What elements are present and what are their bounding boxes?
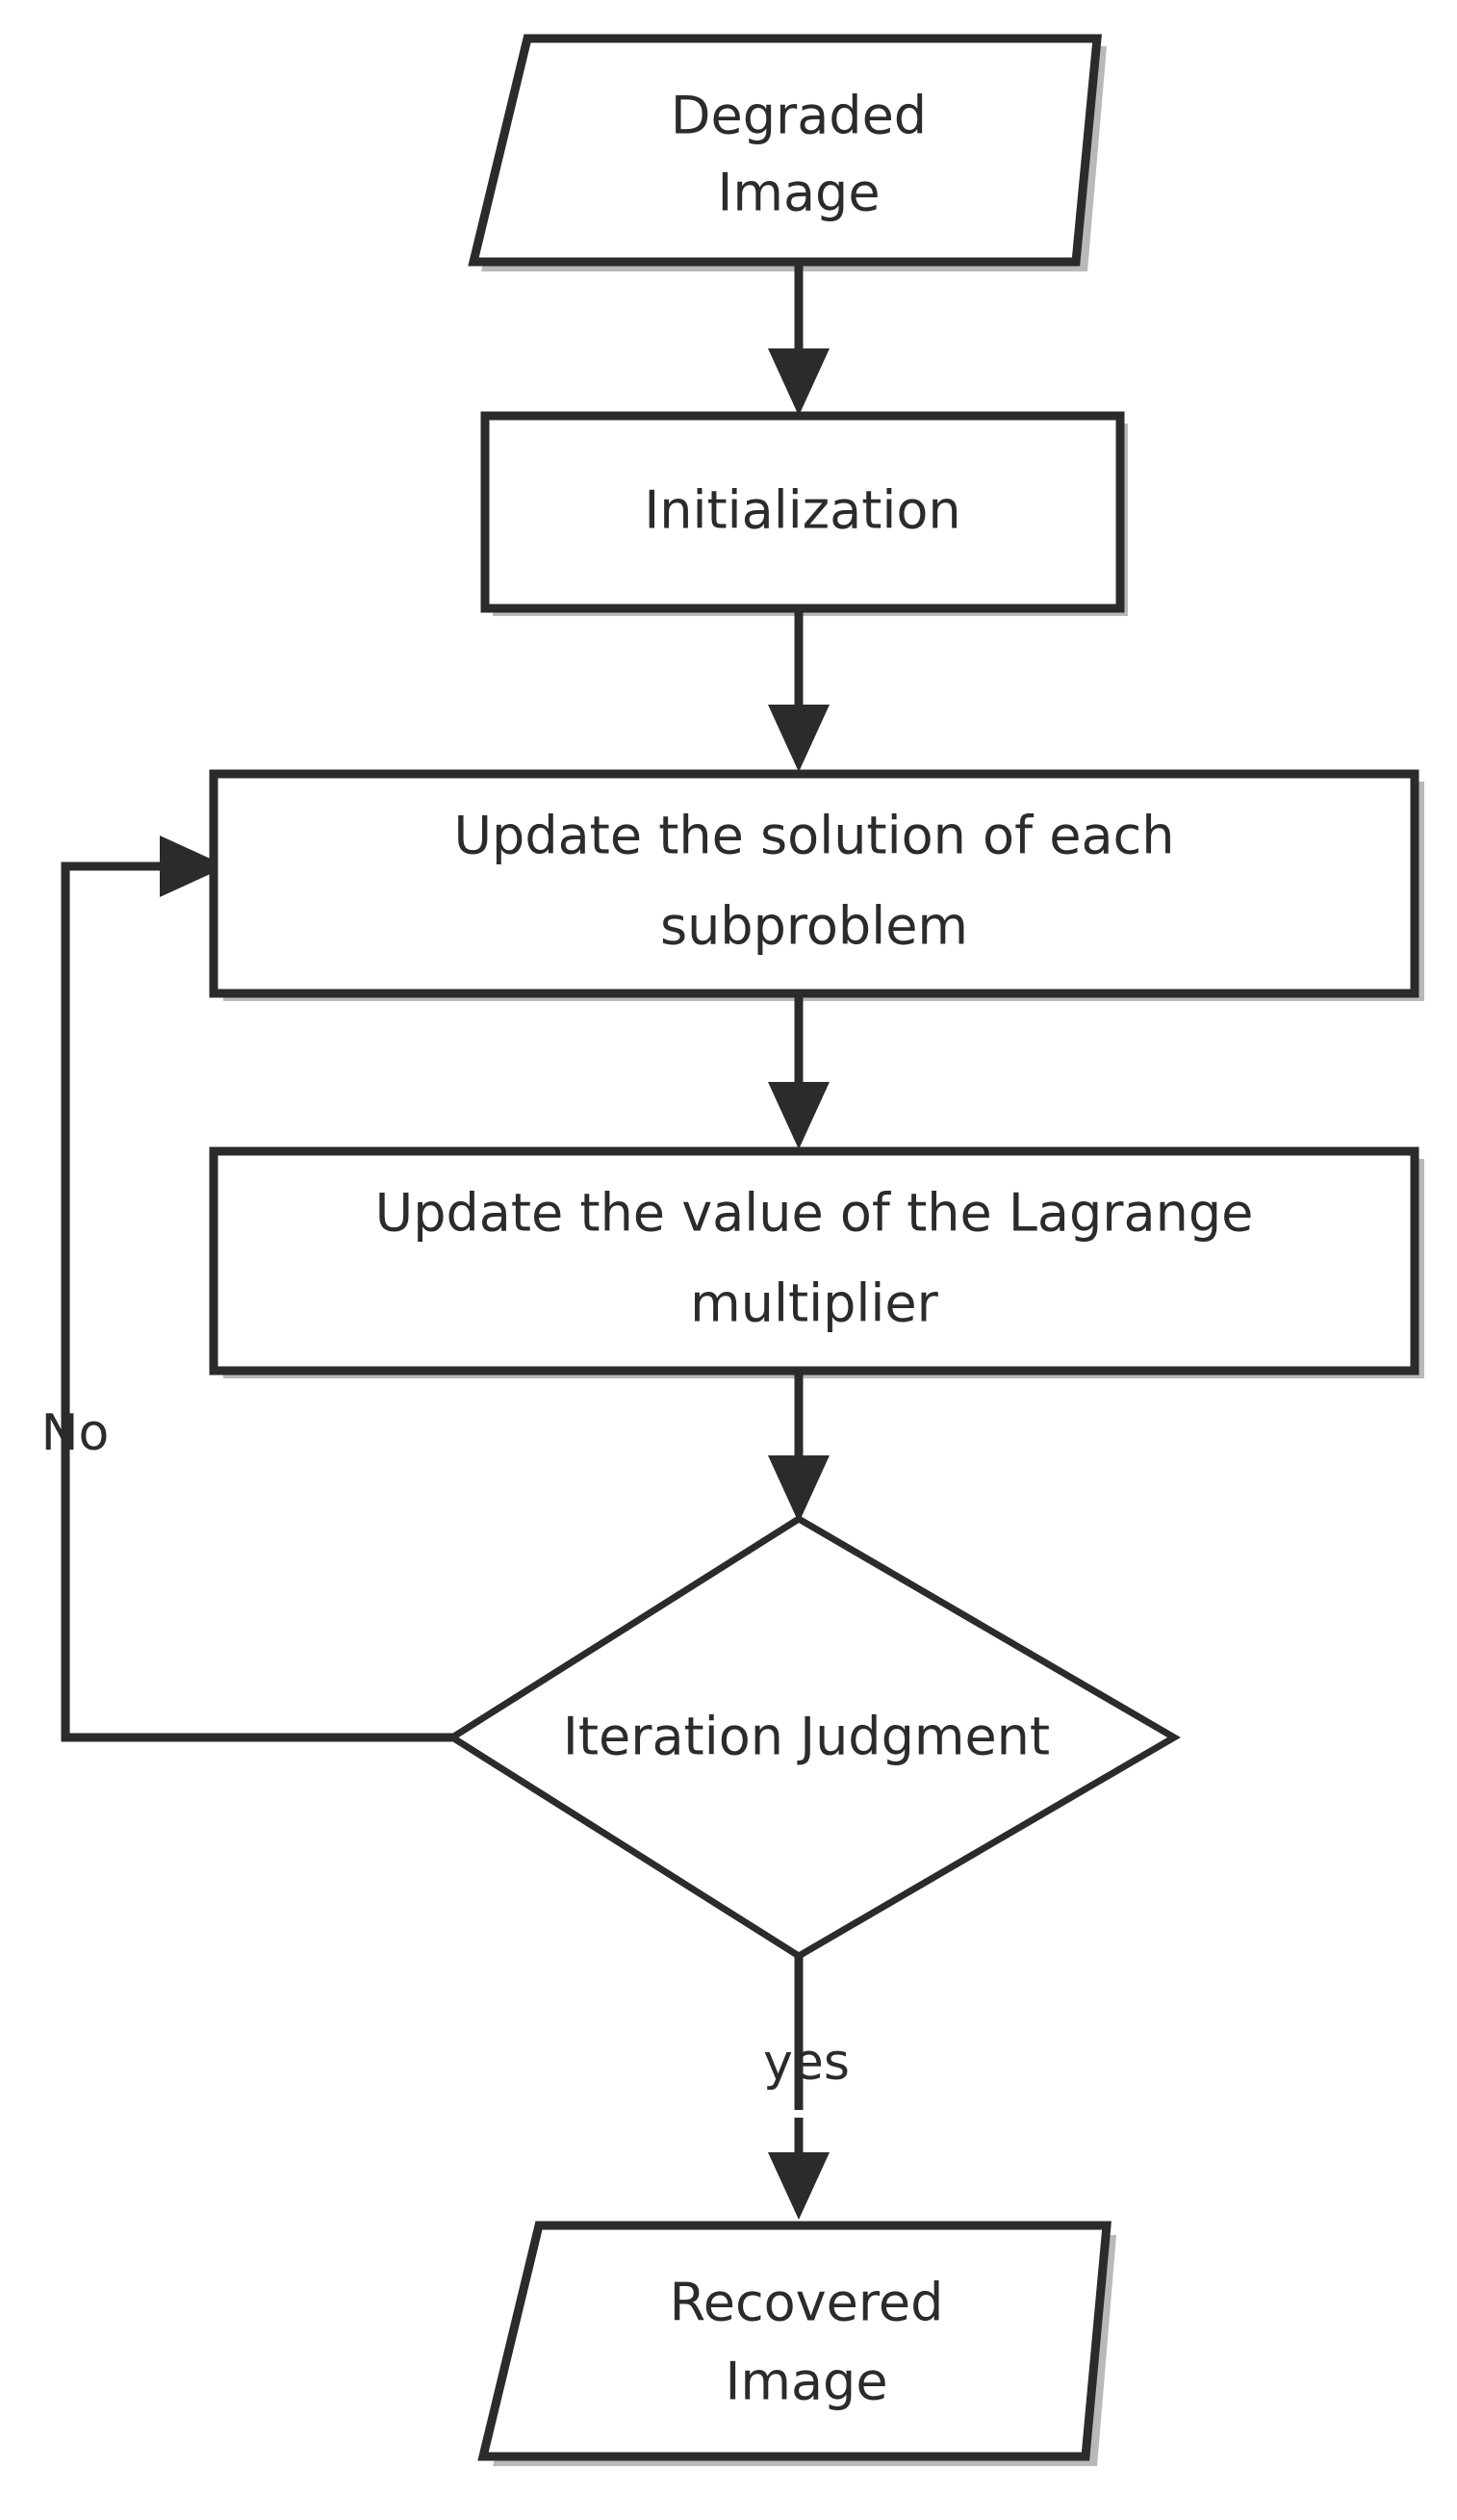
- arrowhead-init-to-subproblem: [768, 705, 830, 772]
- edge-label-no: No: [41, 1404, 110, 1462]
- degraded-image-line-2: Image: [717, 163, 880, 223]
- node-degraded-image[interactable]: Degraded Image: [468, 34, 1102, 267]
- initialization-outline: [480, 411, 1125, 613]
- arrowhead-subproblem-to-lagrange: [768, 1082, 830, 1149]
- iteration-judgment-outline: [446, 1514, 1181, 1961]
- update-subproblem-outline: [209, 769, 1419, 998]
- iteration-judgment-label: Iteration Judgment: [563, 1707, 1050, 1767]
- initialization-label: Initialization: [644, 480, 960, 541]
- connector-feedback-loop-no: [61, 861, 452, 1742]
- node-update-lagrange[interactable]: Update the value of the Lagrange multipl…: [209, 1146, 1419, 1376]
- edge-label-yes: yes: [763, 2034, 850, 2092]
- arrowhead-feedback-loop-no: [160, 836, 227, 897]
- recovered-image-fill: [483, 2225, 1107, 2456]
- update-lagrange-line-1: Update the value of the Lagrange: [375, 1183, 1254, 1244]
- arrowhead-lagrange-to-judgment: [768, 1455, 830, 1523]
- recovered-image-line-2: Image: [725, 2352, 887, 2412]
- node-iteration-judgment[interactable]: Iteration Judgment: [446, 1514, 1181, 1961]
- arrowhead-degraded-to-init: [768, 348, 830, 416]
- recovered-image-outline: [477, 2221, 1112, 2461]
- update-subproblem-line-2: subproblem: [660, 896, 968, 957]
- update-subproblem-fill: [214, 774, 1415, 993]
- initialization-fill: [485, 416, 1120, 608]
- degraded-image-line-1: Degraded: [671, 86, 927, 146]
- arrowhead-judgment-to-recovered: [768, 2152, 830, 2220]
- update-lagrange-fill: [214, 1151, 1415, 1371]
- node-initialization[interactable]: Initialization: [480, 411, 1125, 613]
- node-update-subproblem[interactable]: Update the solution of each subproblem: [209, 769, 1419, 998]
- node-recovered-image[interactable]: Recovered Image: [477, 2221, 1112, 2461]
- connectors: [61, 262, 830, 2220]
- update-subproblem-line-1: Update the solution of each: [454, 806, 1175, 866]
- update-lagrange-line-2: multiplier: [690, 1273, 939, 1334]
- iteration-judgment-fill: [452, 1519, 1174, 1956]
- recovered-image-line-1: Recovered: [670, 2273, 944, 2333]
- degraded-image-fill: [473, 39, 1097, 262]
- degraded-image-outline: [468, 34, 1102, 267]
- update-lagrange-outline: [209, 1146, 1419, 1376]
